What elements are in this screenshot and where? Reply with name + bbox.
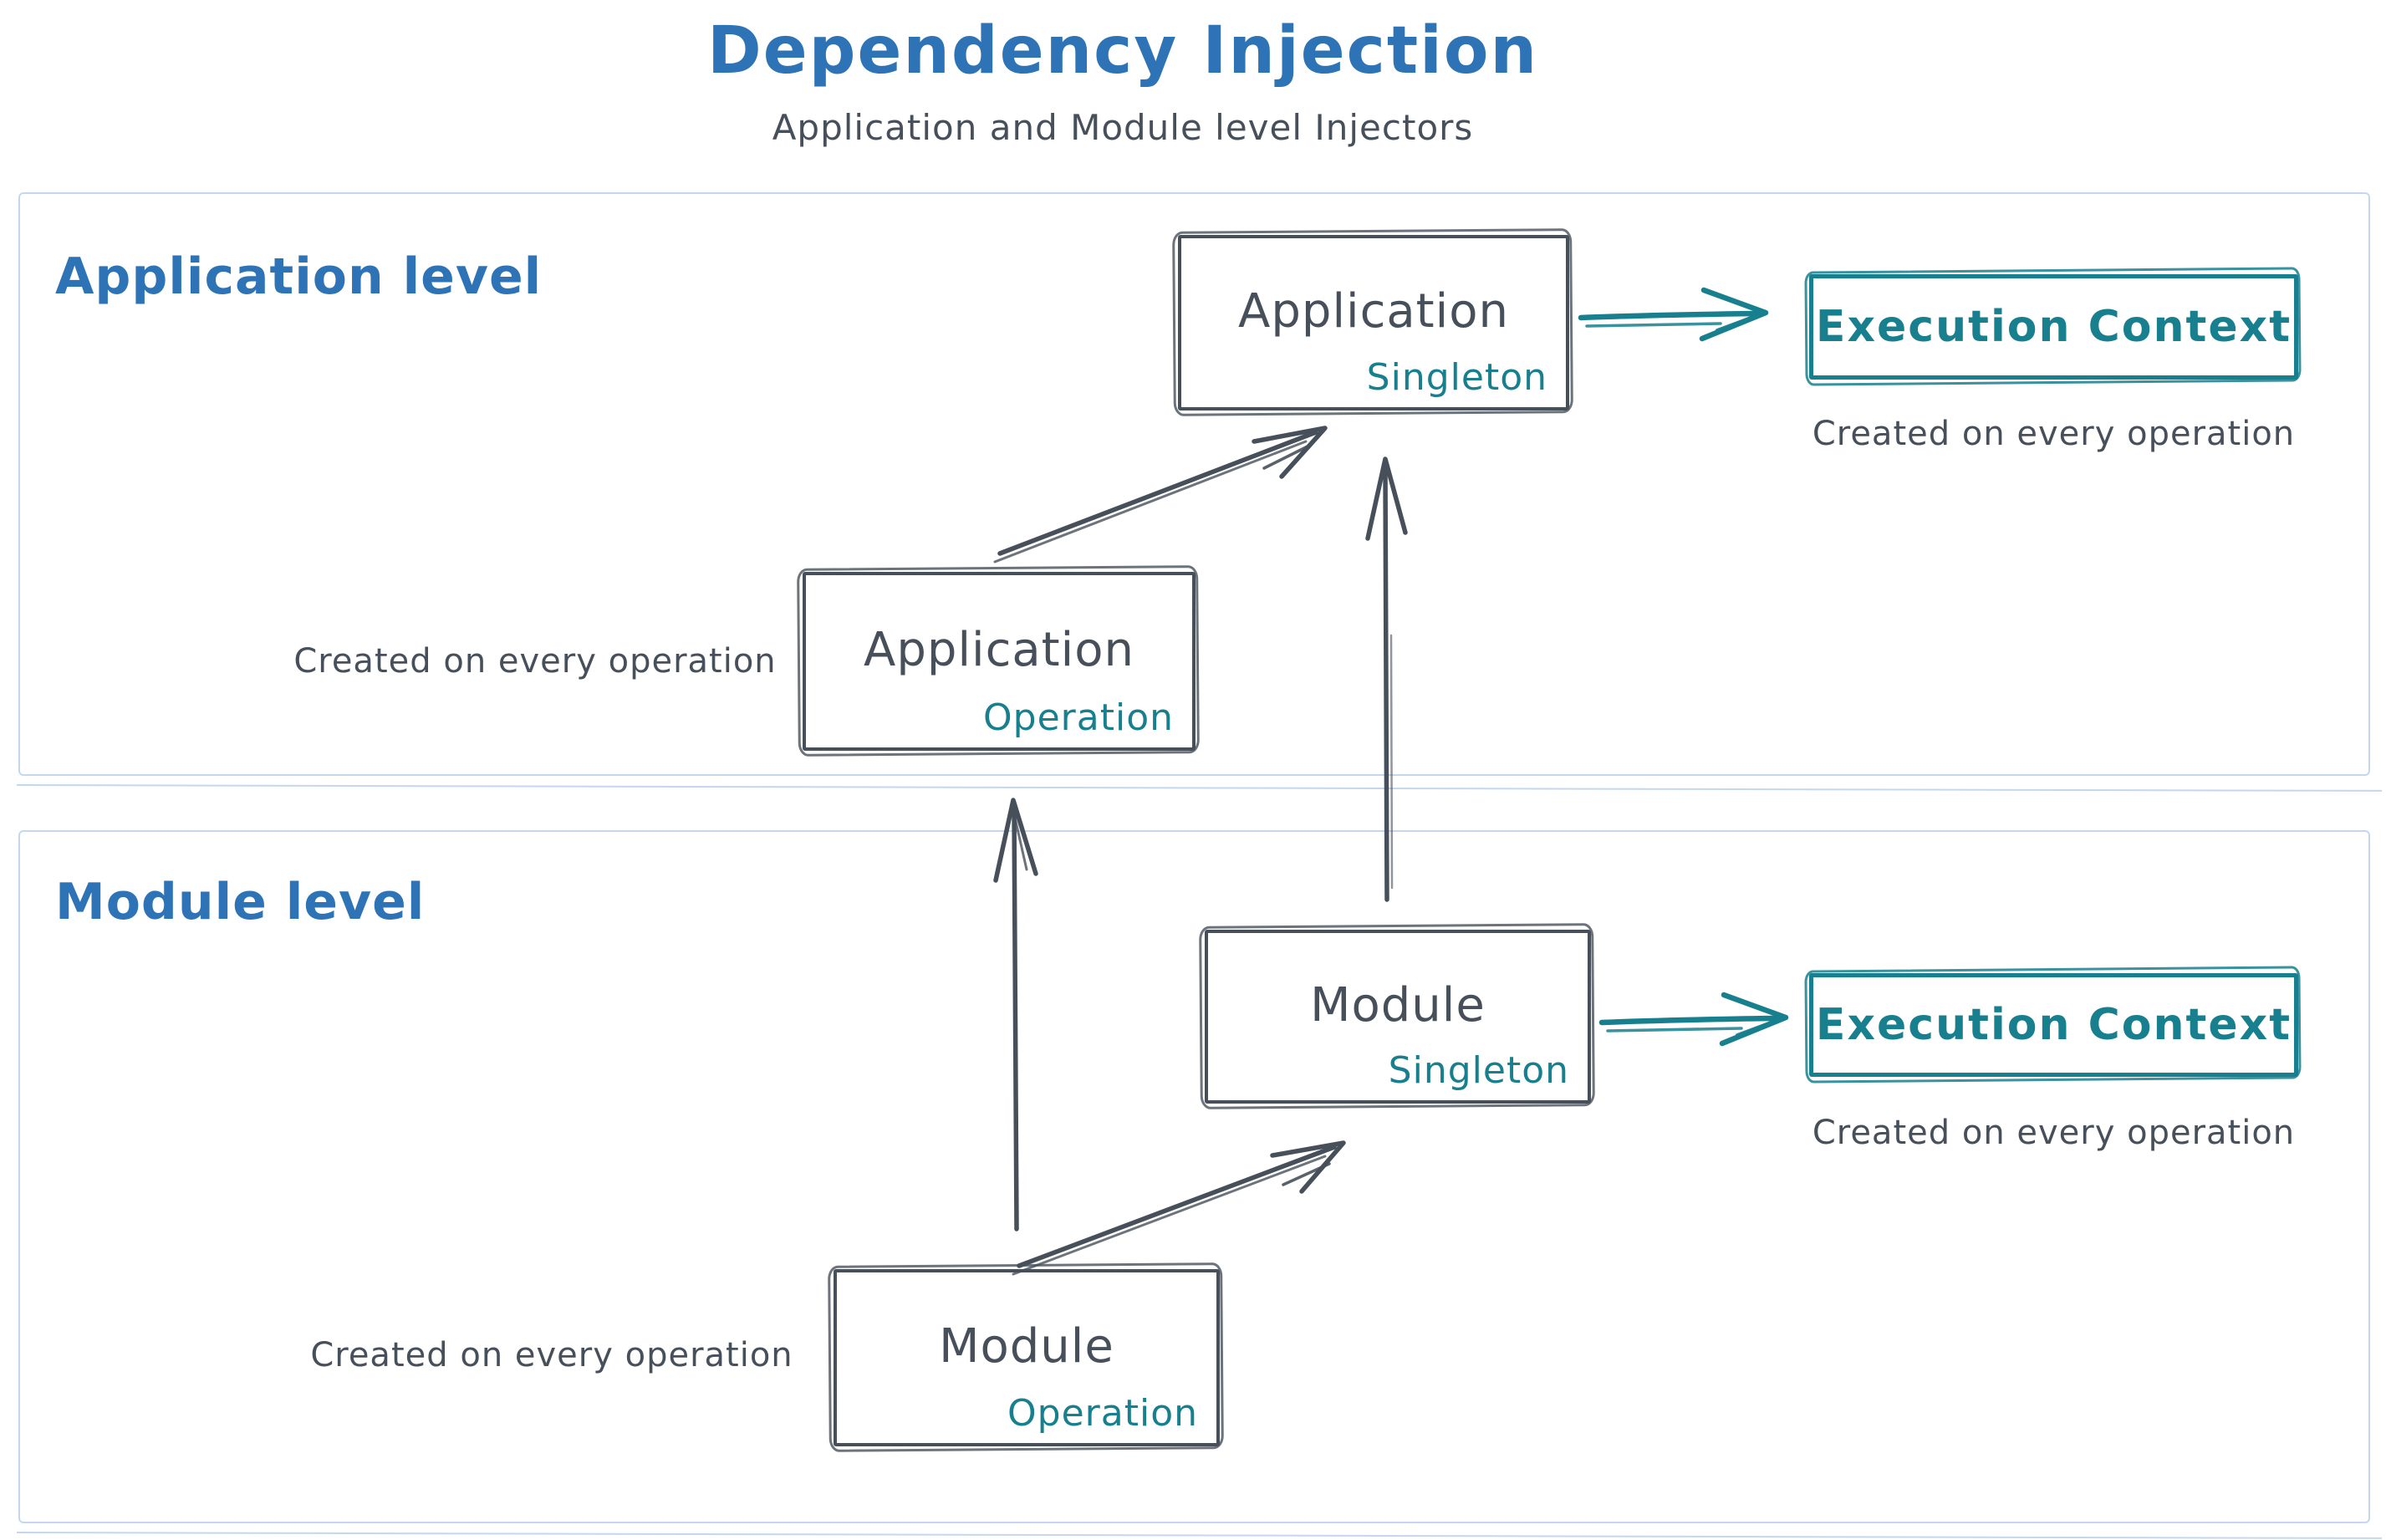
application-operation-box: Application Operation	[803, 572, 1196, 751]
application-execution-context-label: Execution Context	[1815, 302, 2292, 352]
module-singleton-title: Module	[1310, 977, 1486, 1033]
module-operation-title: Module	[939, 1318, 1114, 1374]
application-execution-context-caption: Created on every operation	[1812, 415, 2296, 453]
module-level-panel	[18, 830, 2370, 1523]
module-singleton-box: Module Singleton	[1205, 930, 1591, 1104]
module-execution-context-caption: Created on every operation	[1812, 1114, 2296, 1152]
page-subtitle: Application and Module level Injectors	[772, 107, 1474, 148]
application-operation-caption: Created on every operation	[293, 642, 777, 681]
application-singleton-title: Application	[1238, 283, 1509, 339]
application-execution-context-box: Execution Context	[1809, 274, 2298, 380]
module-operation-box: Module Operation	[834, 1269, 1220, 1446]
application-level-panel	[18, 192, 2370, 776]
module-singleton-scope: Singleton	[1388, 1049, 1569, 1092]
module-level-label: Module level	[55, 873, 426, 931]
application-singleton-scope: Singleton	[1366, 356, 1547, 399]
module-execution-context-box: Execution Context	[1809, 973, 2298, 1077]
application-singleton-box: Application Singleton	[1178, 235, 1569, 410]
application-operation-scope: Operation	[983, 696, 1174, 739]
module-operation-scope: Operation	[1007, 1392, 1198, 1435]
application-operation-title: Application	[864, 622, 1134, 677]
application-level-label: Application level	[55, 247, 543, 306]
module-operation-caption: Created on every operation	[310, 1336, 793, 1374]
page-title: Dependency Injection	[707, 13, 1538, 89]
module-execution-context-label: Execution Context	[1815, 1000, 2292, 1050]
